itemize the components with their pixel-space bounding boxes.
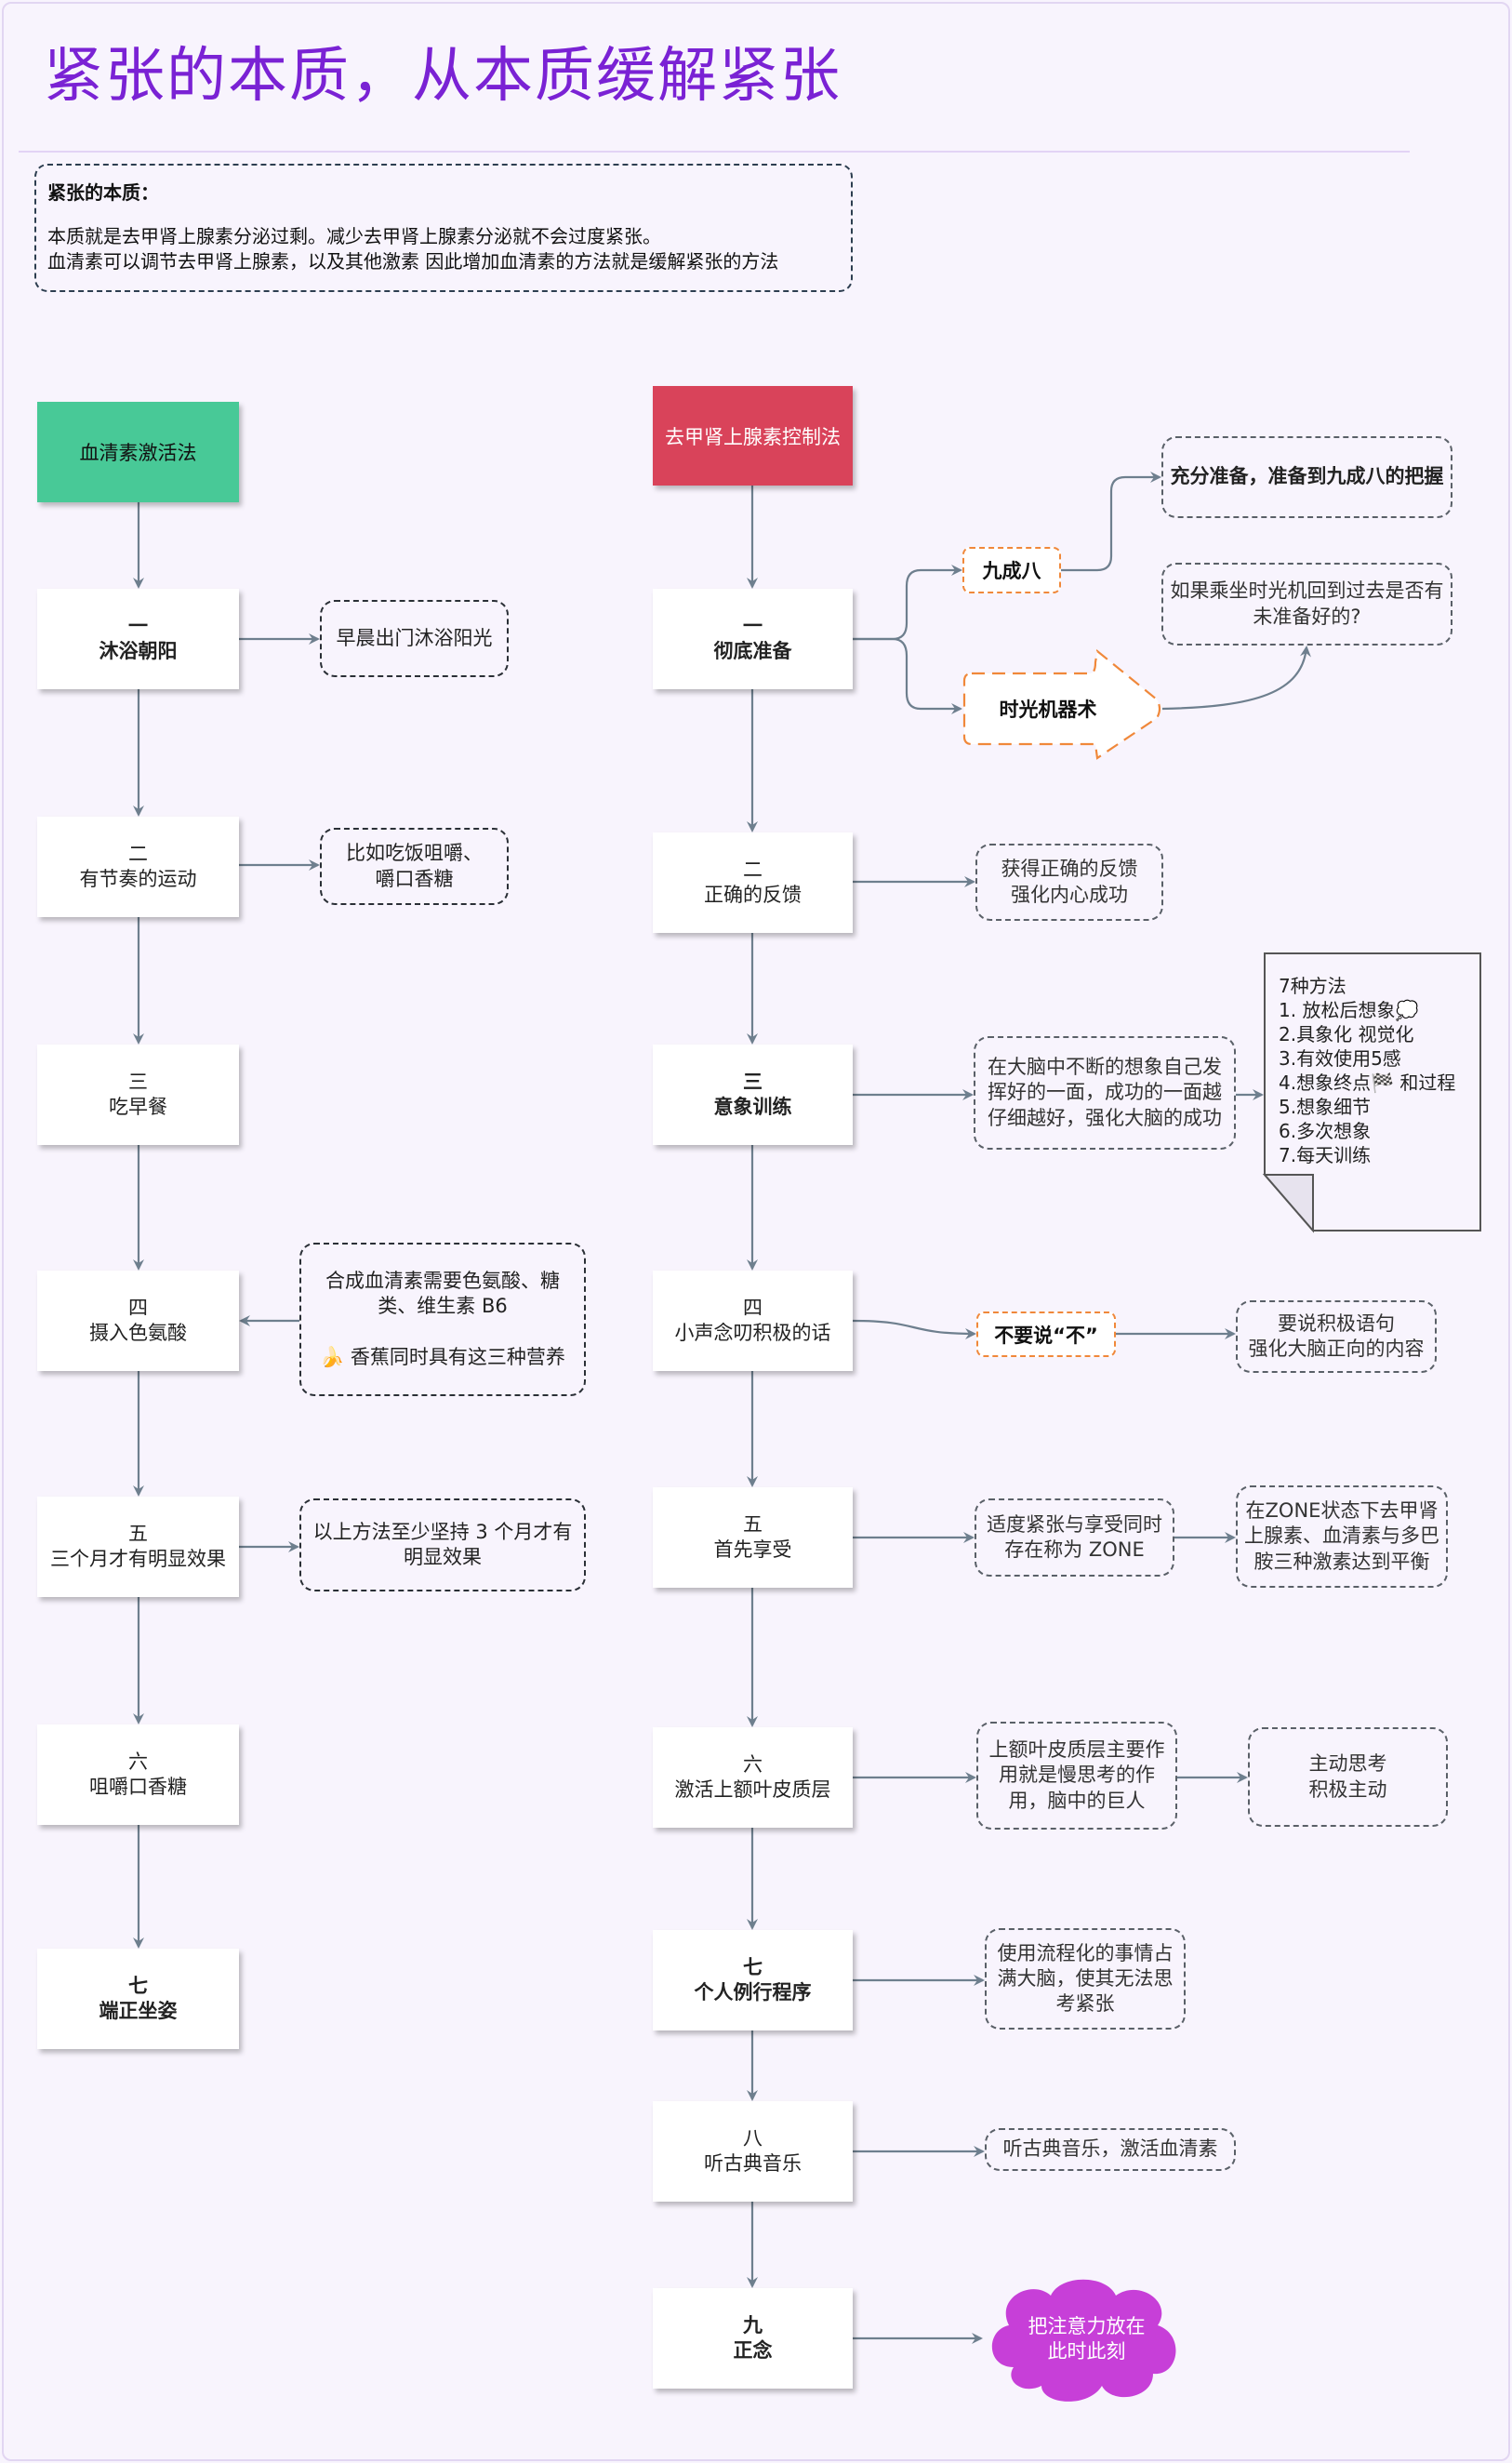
noradrenaline-method-head[interactable]: 去甲肾上腺素控制法 — [653, 386, 853, 486]
intro-line-2: 血清素可以调节去甲肾上腺素，以及其他激素 因此增加血清素的方法就是缓解紧张的方法 — [47, 250, 779, 273]
step-label: 个人例行程序 — [694, 1981, 812, 2004]
intro-line-1: 本质就是去甲肾上腺素分泌过剩。减少去甲肾上腺素分泌就不会过度紧张。 — [47, 225, 661, 247]
zone-balance-note[interactable]: 在ZONE状态下去甲肾 上腺素、血清素与多巴 胺三种激素达到平衡 — [1236, 1485, 1448, 1588]
intro-note[interactable]: 紧张的本质： 本质就是去甲肾上腺素分泌过剩。减少去甲肾上腺素分泌就不会过度紧张。… — [34, 164, 853, 292]
title-divider — [19, 151, 1410, 153]
step-num: 二 — [128, 842, 148, 865]
arrow-to-ninety-eight — [853, 565, 962, 641]
document-fold — [1262, 1174, 1314, 1233]
time-machine-note[interactable]: 如果乘坐时光机回到过去是否有 未准备好的? — [1161, 563, 1452, 646]
routine-note[interactable]: 使用流程化的事情占 满大脑，使其无法思 考紧张 — [985, 1928, 1186, 2030]
right-step-2[interactable]: 二正确的反馈 — [653, 832, 853, 933]
step-label: 沐浴朝阳 — [99, 640, 178, 662]
step-num: 七 — [743, 1955, 763, 1978]
step-label: 吃早餐 — [109, 1096, 167, 1118]
ninety-eight-box[interactable]: 九成八 — [962, 547, 1061, 593]
serotonin-method-head[interactable]: 血清素激活法 — [37, 402, 239, 502]
prefrontal-note[interactable]: 上额叶皮质层主要作 用就是慢思考的作 用，脑中的巨人 — [976, 1722, 1177, 1830]
step-num: 四 — [128, 1296, 148, 1319]
step-label: 首先享受 — [713, 1538, 792, 1561]
imagery-note[interactable]: 在大脑中不断的想象自己发 挥好的一面，成功的一面越 仔细越好，强化大脑的成功 — [974, 1036, 1236, 1150]
positive-words-note[interactable]: 要说积极语句 强化大脑正向的内容 — [1236, 1300, 1437, 1373]
step-num: 六 — [128, 1750, 148, 1773]
sunlight-note[interactable]: 早晨出门沐浴阳光 — [320, 600, 509, 677]
step-num: 二 — [743, 858, 763, 881]
three-months-note[interactable]: 以上方法至少坚持 3 个月才有 明显效果 — [299, 1498, 586, 1591]
step-label: 端正坐姿 — [99, 2000, 178, 2022]
mindfulness-cloud-shape — [991, 2279, 1176, 2402]
left-step-7[interactable]: 七端正坐姿 — [37, 1949, 239, 2049]
methods-document-shape — [1264, 952, 1481, 1232]
step-num: 九 — [743, 2313, 763, 2337]
chewing-note[interactable]: 比如吃饭咀嚼、 嚼口香糖 — [320, 828, 509, 905]
arrow-to-time-machine-note — [1161, 646, 1311, 711]
head-label: 血清素激活法 — [79, 442, 197, 464]
feedback-note[interactable]: 获得正确的反馈 强化内心成功 — [975, 844, 1163, 921]
time-machine-shape — [962, 648, 1161, 760]
step-label: 听古典音乐 — [704, 2152, 802, 2175]
step-label: 有节奏的运动 — [79, 868, 197, 890]
arrow-to-dont-say-no — [852, 1319, 976, 1339]
step-label: 摄入色氨酸 — [89, 1322, 187, 1344]
zone-note[interactable]: 适度紧张与享受同时 存在称为 ZONE — [975, 1498, 1174, 1577]
classical-music-note[interactable]: 听古典音乐，激活血清素 — [985, 2128, 1236, 2171]
step-num: 一 — [743, 614, 763, 637]
step-label: 小声念叨积极的话 — [674, 1322, 831, 1344]
step-num: 五 — [128, 1522, 148, 1545]
seven-methods-list[interactable]: 7种方法 1. 放松后想象💭 2.具象化 视觉化 3.有效使用5感 4.想象终点… — [1279, 975, 1456, 1166]
right-step-3[interactable]: 三意象训练 — [653, 1045, 853, 1145]
right-step-7[interactable]: 七个人例行程序 — [653, 1930, 853, 2030]
right-step-8[interactable]: 八听古典音乐 — [653, 2101, 853, 2202]
left-step-5[interactable]: 五三个月才有明显效果 — [37, 1497, 239, 1597]
left-step-6[interactable]: 六咀嚼口香糖 — [37, 1724, 239, 1825]
time-machine-label[interactable]: 时光机器术 — [999, 699, 1097, 721]
step-num: 三 — [128, 1070, 148, 1093]
step-num: 四 — [743, 1296, 763, 1319]
right-step-6[interactable]: 六激活上额叶皮质层 — [653, 1727, 853, 1828]
right-step-4[interactable]: 四小声念叨积极的话 — [653, 1271, 853, 1371]
mindfulness-cloud[interactable]: 把注意力放在 此时此刻 — [1028, 2314, 1146, 2363]
head-label: 去甲肾上腺素控制法 — [665, 425, 841, 448]
step-label: 激活上额叶皮质层 — [674, 1778, 831, 1801]
intro-heading: 紧张的本质： — [47, 181, 159, 204]
step-label: 正确的反馈 — [704, 884, 802, 906]
left-step-4[interactable]: 四摄入色氨酸 — [37, 1271, 239, 1371]
step-num: 五 — [743, 1512, 763, 1536]
right-step-5[interactable]: 五首先享受 — [653, 1487, 853, 1588]
left-step-3[interactable]: 三吃早餐 — [37, 1045, 239, 1145]
left-step-2[interactable]: 二有节奏的运动 — [37, 817, 239, 917]
right-step-9[interactable]: 九正念 — [653, 2288, 853, 2389]
step-label: 咀嚼口香糖 — [89, 1776, 187, 1798]
step-label: 彻底准备 — [713, 640, 792, 662]
left-step-1[interactable]: 一沐浴朝阳 — [37, 589, 239, 689]
prepare-note[interactable]: 充分准备，准备到九成八的把握 — [1161, 436, 1452, 518]
step-label: 三个月才有明显效果 — [50, 1548, 226, 1570]
right-step-1[interactable]: 一彻底准备 — [653, 589, 853, 689]
arrow-to-time-machine — [853, 637, 962, 714]
active-thinking-note[interactable]: 主动思考 积极主动 — [1248, 1727, 1448, 1827]
step-num: 三 — [743, 1070, 763, 1093]
step-num: 六 — [743, 1752, 763, 1776]
step-num: 七 — [128, 1974, 148, 1997]
dont-say-no-box[interactable]: 不要说“不” — [976, 1311, 1116, 1357]
page-title: 紧张的本质，从本质缓解紧张 — [44, 42, 842, 111]
step-label: 意象训练 — [713, 1096, 792, 1118]
arrow-to-prepare-note — [1061, 472, 1161, 572]
step-num: 一 — [128, 614, 148, 637]
tryptophan-note[interactable]: 合成血清素需要色氨酸、糖 类、维生素 B6 🍌 香蕉同时具有这三种营养 — [299, 1243, 586, 1396]
step-label: 正念 — [733, 2339, 773, 2362]
step-num: 八 — [743, 2126, 763, 2150]
